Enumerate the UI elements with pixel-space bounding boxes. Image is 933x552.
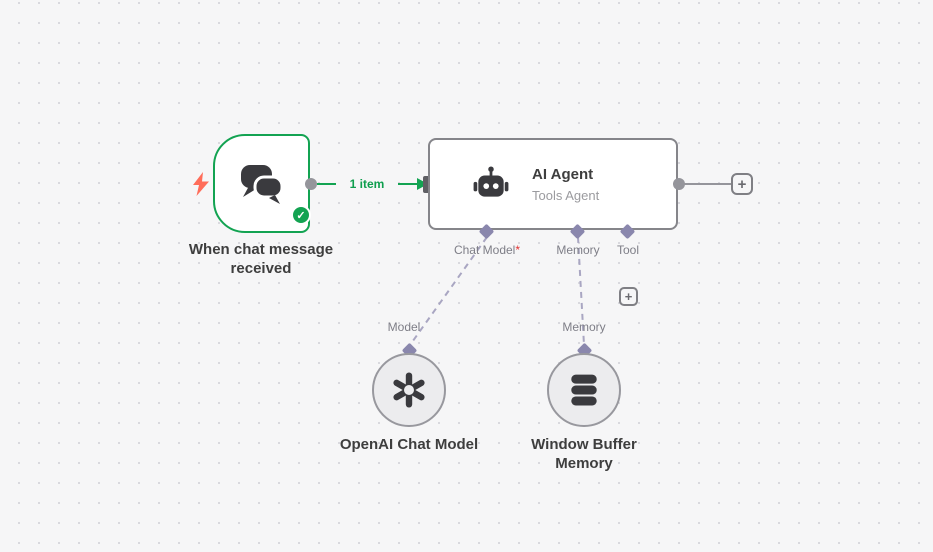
agent-subtitle: Tools Agent [532,187,600,203]
agent-memory-port-label: Memory [556,243,600,257]
agent-title: AI Agent [532,165,594,183]
trigger-node-when-chat-message-received[interactable]: ✓ [213,134,311,233]
chat-bubbles-icon [240,164,283,204]
chat-model-input-port-label: Model [387,320,421,334]
ai-agent-node[interactable]: AI Agent Tools Agent [428,138,678,230]
window-buffer-memory-node[interactable] [547,353,621,427]
agent-output-endpoint[interactable] [673,178,685,190]
agent-tool-port-label: Tool [616,243,639,257]
database-icon [571,374,597,406]
add-node-button[interactable]: + [731,173,753,195]
window-buffer-memory-label: Window Buffer Memory [531,436,637,472]
trigger-output-endpoint[interactable] [305,178,317,190]
openai-chat-model-label: OpenAI Chat Model [339,436,479,453]
trigger-node-label: When chat message received [188,241,334,277]
required-marker: * [515,243,521,257]
success-check-icon: ✓ [291,205,311,225]
lightning-bolt-icon [193,172,209,196]
agent-chat-model-port-label: Chat Model* [453,243,521,257]
agent-input-endpoint[interactable] [423,176,430,193]
connection-items-label: 1 item [336,176,398,192]
openai-chat-model-node[interactable] [372,353,446,427]
add-tool-button[interactable]: + [619,287,638,306]
openai-logo-icon [393,372,425,408]
memory-input-port-label: Memory [562,320,606,334]
robot-icon [473,166,509,197]
